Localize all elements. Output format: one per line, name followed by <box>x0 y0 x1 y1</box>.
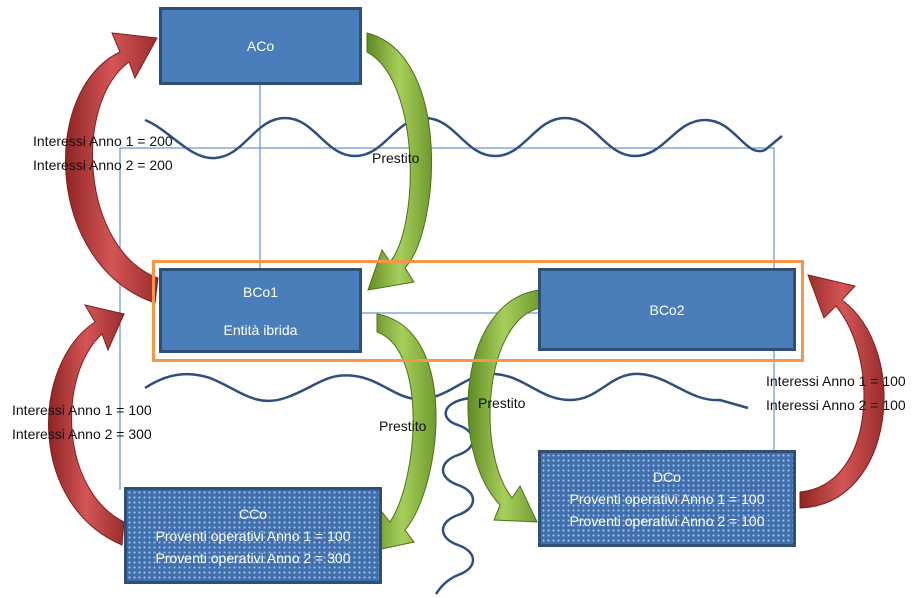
entity-bco1[interactable]: BCo1 Entità ibrida <box>159 268 362 353</box>
entity-bco1-name: BCo1 <box>242 283 279 300</box>
hybrid-entity-frame <box>152 260 804 362</box>
upper-border-wave <box>144 116 783 160</box>
lower-border-wave <box>144 372 749 410</box>
interest-arrow-dco-to-bco2 <box>799 274 885 509</box>
interest-dco-bco2-year2: Interessi Anno 2 = 100 <box>766 397 906 413</box>
entity-cco-line1: Proventi operativi Anno 1 = 100 <box>155 527 351 544</box>
entity-aco[interactable]: ACo <box>159 7 362 85</box>
interest-arrow-cco-to-bco1 <box>48 304 125 546</box>
entity-bco2[interactable]: BCo2 <box>538 268 796 351</box>
interest-label-cco-bco1: Interessi Anno 1 = 100 Interessi Anno 2 … <box>12 398 152 446</box>
interest-dco-bco2-year1: Interessi Anno 1 = 100 <box>766 373 906 389</box>
entity-aco-name: ACo <box>246 38 275 54</box>
loan-label-bco1-cco: Prestito <box>379 418 427 434</box>
entity-bco1-subtitle: Entità ibrida <box>223 321 298 338</box>
loan-arrow-bco2-to-dco <box>467 289 541 523</box>
loan-arrow-aco-to-bco1 <box>366 32 433 291</box>
interest-cco-bco1-year1: Interessi Anno 1 = 100 <box>12 402 152 418</box>
entity-dco-line1: Proventi operativi Anno 1 = 100 <box>569 490 765 507</box>
entity-dco-name: DCo <box>652 468 681 485</box>
loan-arrows <box>366 32 541 553</box>
interest-bco1-aco-year2: Interessi Anno 2 = 200 <box>33 157 173 173</box>
interest-arrow-bco1-to-aco <box>64 32 159 304</box>
interest-label-dco-bco2: Interessi Anno 1 = 100 Interessi Anno 2 … <box>766 369 918 417</box>
entity-cco-name: CCo <box>238 505 267 522</box>
loan-label-bco2-dco: Prestito <box>478 395 526 411</box>
entity-cco[interactable]: CCo Proventi operativi Anno 1 = 100 Prov… <box>124 487 382 584</box>
loan-label-aco-bco1: Prestito <box>372 150 420 166</box>
entity-cco-line2: Proventi operativi Anno 2 = 300 <box>155 549 351 566</box>
interest-bco1-aco-year1: Interessi Anno 1 = 200 <box>33 133 173 149</box>
loan-arrow-bco1-to-cco <box>367 313 437 553</box>
entity-dco-line2: Proventi operativi Anno 2 = 100 <box>569 512 765 529</box>
vertical-border-wave <box>434 396 475 595</box>
entity-dco[interactable]: DCo Proventi operativi Anno 1 = 100 Prov… <box>538 450 796 547</box>
interest-arrows <box>48 32 885 546</box>
interest-cco-bco1-year2: Interessi Anno 2 = 300 <box>12 426 152 442</box>
entity-bco2-name: BCo2 <box>649 301 685 318</box>
interest-label-bco1-aco: Interessi Anno 1 = 200 Interessi Anno 2 … <box>33 129 173 177</box>
